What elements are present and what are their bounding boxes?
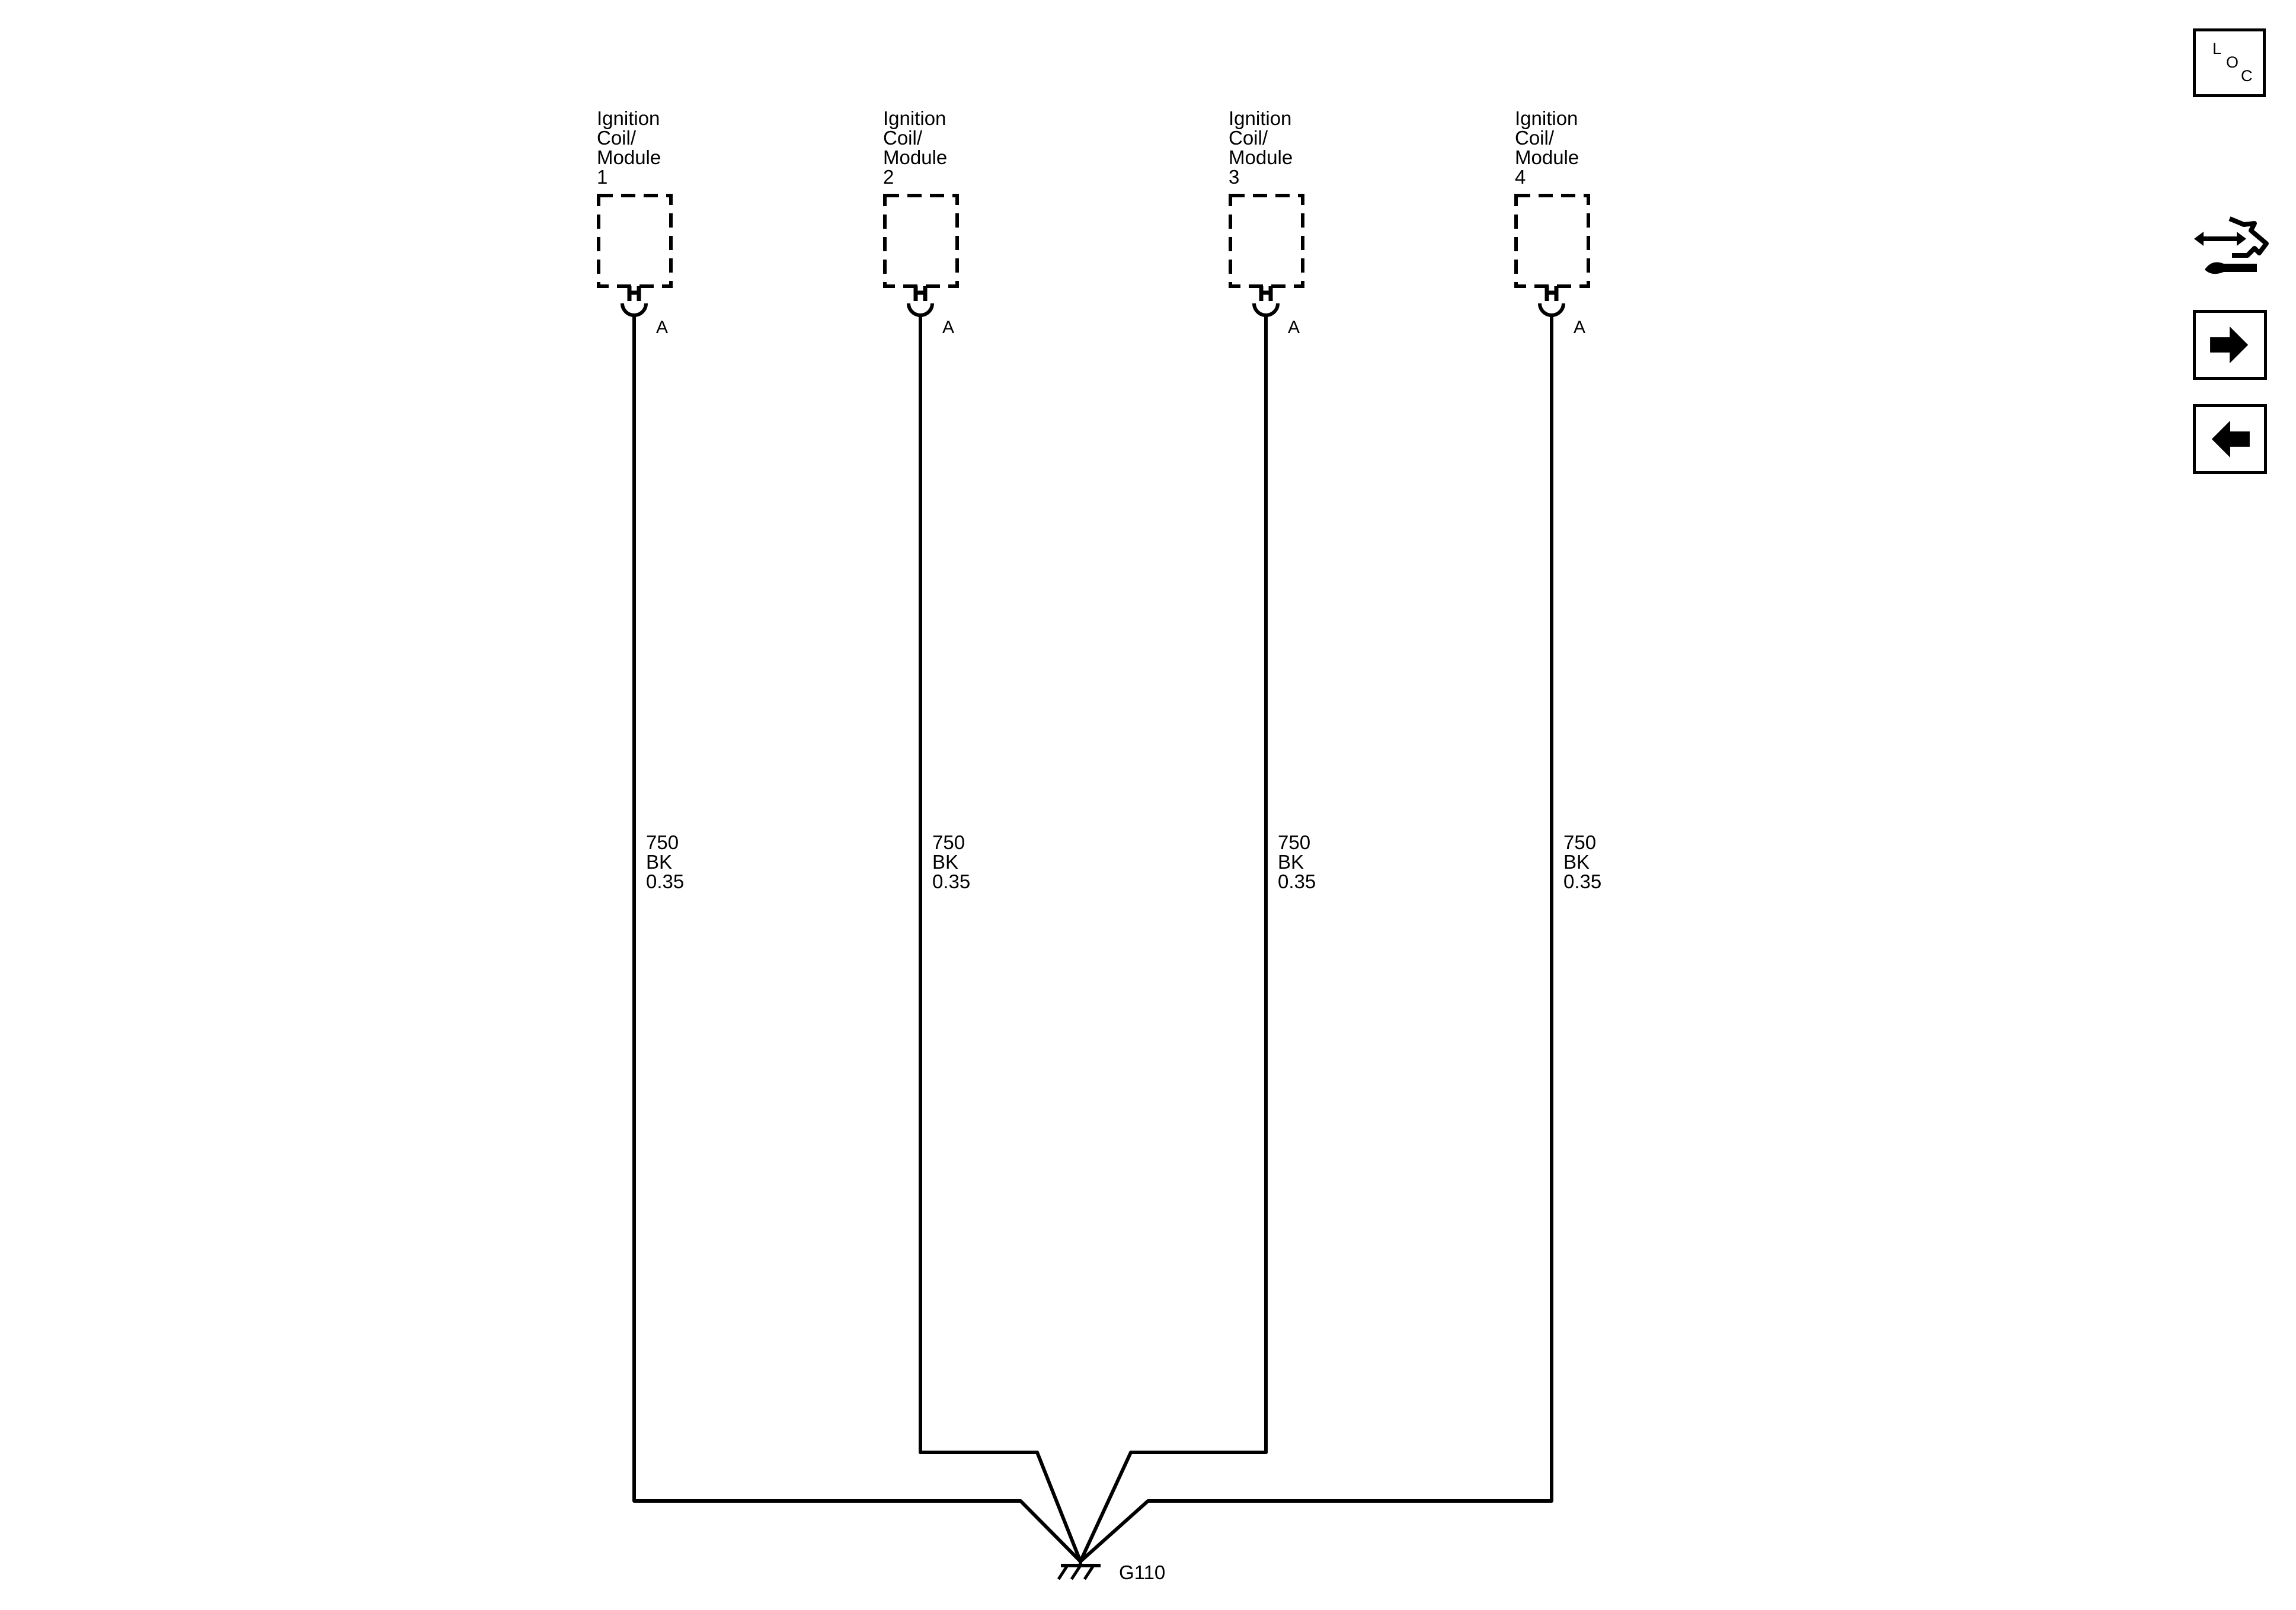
module-outline xyxy=(597,194,673,288)
pin-label: A xyxy=(1574,318,1585,337)
arrow-left-icon xyxy=(2211,420,2250,458)
connector-cavity xyxy=(1252,303,1280,317)
module-label-line: 4 xyxy=(1515,166,1526,188)
loc-letter-o: O xyxy=(2226,53,2239,71)
module-label-line: Ignition xyxy=(1515,107,1578,129)
connector-cavity xyxy=(907,303,934,317)
module-label-line: Ignition xyxy=(597,107,660,129)
circuit-number: 750 xyxy=(646,831,679,853)
loc-letter-l: L xyxy=(2212,40,2222,57)
ignition-coil-module-4: Ignition Coil/ Module 4 A 750 BK 0.35 xyxy=(1514,107,1601,892)
pin-label: A xyxy=(942,318,954,337)
module-label-line: Module xyxy=(883,146,947,168)
wire-gauge: 0.35 xyxy=(1563,870,1601,892)
module-label-line: Coil/ xyxy=(1229,127,1268,149)
module-label-line: Ignition xyxy=(1229,107,1291,129)
wire-module-1 xyxy=(632,315,1082,1563)
module-label-line: Module xyxy=(1515,146,1579,168)
loc-button[interactable]: L O C xyxy=(2193,28,2266,97)
connector-terminal xyxy=(627,286,641,301)
pin-label: A xyxy=(656,318,668,337)
pin-label: A xyxy=(1288,318,1300,337)
next-page-button[interactable] xyxy=(2193,310,2267,380)
module-label-line: Coil/ xyxy=(883,127,923,149)
wire-module-3 xyxy=(1079,315,1268,1563)
module-label-line: Module xyxy=(597,146,661,168)
module-label-line: 1 xyxy=(597,166,607,188)
module-label-line: Ignition xyxy=(883,107,946,129)
wire-module-2 xyxy=(919,315,1082,1563)
wire-color: BK xyxy=(1278,851,1304,873)
module-outline xyxy=(1229,194,1304,288)
wire-color: BK xyxy=(932,851,958,873)
wire-gauge: 0.35 xyxy=(932,870,970,892)
connector-cavity xyxy=(621,303,648,317)
loc-letter-c: C xyxy=(2241,67,2253,85)
module-outline xyxy=(883,194,959,288)
ground-symbol xyxy=(1057,1561,1101,1580)
component-connector-button[interactable] xyxy=(2193,210,2273,287)
wire-color: BK xyxy=(1563,851,1590,873)
ignition-coil-module-2: Ignition Coil/ Module 2 A 750 BK 0.35 xyxy=(883,107,970,892)
arrow-right-icon xyxy=(2210,326,2249,364)
ignition-coil-module-1: Ignition Coil/ Module 1 A 750 BK 0.35 xyxy=(597,107,684,892)
ignition-coil-module-3: Ignition Coil/ Module 3 A 750 BK 0.35 xyxy=(1229,107,1316,892)
wire-gauge: 0.35 xyxy=(646,870,684,892)
wire-gauge: 0.35 xyxy=(1278,870,1316,892)
circuit-number: 750 xyxy=(932,831,965,853)
module-label-line: Module xyxy=(1229,146,1293,168)
wire-module-4 xyxy=(1079,315,1553,1563)
connector-terminal xyxy=(913,286,928,301)
component-connector-icon xyxy=(2194,216,2269,274)
module-label-line: Coil/ xyxy=(597,127,637,149)
connector-cavity xyxy=(1538,303,1565,317)
module-label-line: Coil/ xyxy=(1515,127,1555,149)
connector-terminal xyxy=(1259,286,1273,301)
module-label-line: 3 xyxy=(1229,166,1239,188)
connector-terminal xyxy=(1544,286,1559,301)
wire-color: BK xyxy=(646,851,672,873)
circuit-number: 750 xyxy=(1278,831,1310,853)
module-label-line: 2 xyxy=(883,166,894,188)
circuit-number: 750 xyxy=(1563,831,1596,853)
module-outline xyxy=(1514,194,1590,288)
ground-label: G110 xyxy=(1119,1561,1165,1583)
previous-page-button[interactable] xyxy=(2193,404,2267,474)
